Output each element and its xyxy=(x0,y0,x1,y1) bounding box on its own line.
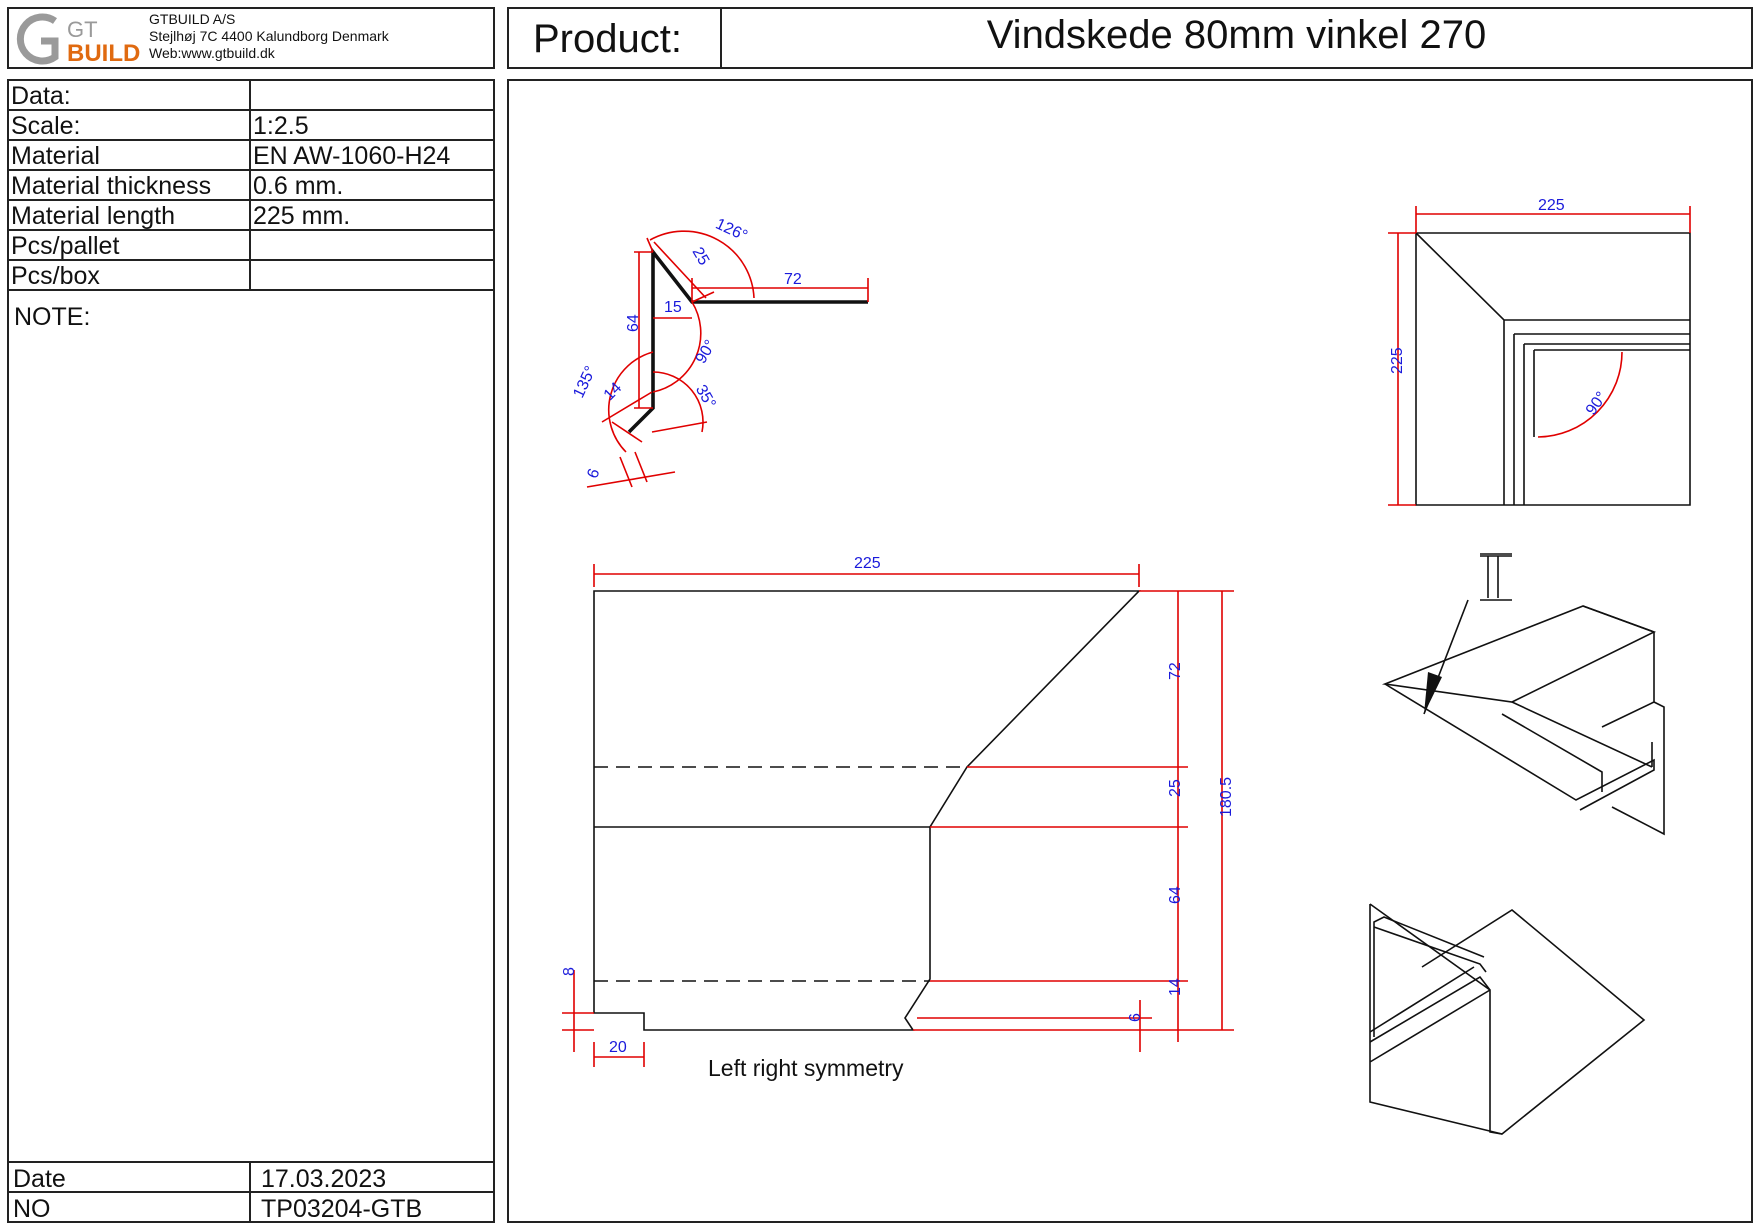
dim-top-height-line xyxy=(1388,232,1416,506)
footer-no-row: NO TP03204-GTB xyxy=(9,1191,493,1223)
dim-64-line xyxy=(634,251,653,409)
date-value: 17.03.2023 xyxy=(261,1165,387,1193)
dim-profile-90: 90° xyxy=(693,337,720,366)
spec-key: Material xyxy=(11,142,100,170)
dim-profile-135: 135° xyxy=(570,364,599,401)
angle-90-arc xyxy=(652,301,702,393)
dim-flat-width: 225 xyxy=(854,555,881,572)
date-label: Date xyxy=(13,1165,66,1193)
dim-top-width: 225 xyxy=(1538,197,1565,214)
angle-35-arc xyxy=(651,371,708,433)
angle-135-arc xyxy=(608,351,654,453)
dim-flat-25: 25 xyxy=(1167,779,1184,797)
spec-value: 225 mm. xyxy=(253,202,351,230)
dim-top-angle: 90° xyxy=(1583,389,1611,419)
spec-value: 1:2.5 xyxy=(253,112,309,140)
dim-flat-20: 20 xyxy=(609,1039,627,1056)
dim-flat-6: 6 xyxy=(1127,1013,1144,1022)
dim-profile-25: 25 xyxy=(689,244,713,268)
iso2-edges xyxy=(1369,904,1503,1135)
spec-key: Material length xyxy=(11,202,175,230)
iso1-marker xyxy=(1480,553,1512,601)
no-value: TP03204-GTB xyxy=(261,1195,423,1223)
arrow-icon xyxy=(1424,672,1442,714)
spec-key: Pcs/pallet xyxy=(11,232,120,260)
spec-row-pcs-box: Pcs/box xyxy=(9,261,493,291)
product-header: Product: Vindskede 80mm vinkel 270 xyxy=(507,7,1753,69)
dim-flat-64: 64 xyxy=(1167,886,1184,904)
spec-table: Data: Scale: 1:2.5 Material EN AW-1060-H… xyxy=(7,79,495,1223)
dim-profile-64: 64 xyxy=(625,314,642,332)
company-name: GTBUILD A/S xyxy=(149,11,236,27)
spec-row-thickness: Material thickness 0.6 mm. xyxy=(9,171,493,201)
dim-profile-15: 15 xyxy=(664,299,682,316)
logo-text-build: BUILD xyxy=(67,40,140,65)
dim-25-line xyxy=(646,237,715,303)
drawing-area: 126° 25 72 15 64 90° 135° 14 35° 6 225 2… xyxy=(507,79,1753,1223)
product-label: Product: xyxy=(533,17,682,61)
dim-top-width-line xyxy=(1415,206,1691,233)
footer-date-row: Date 17.03.2023 xyxy=(9,1161,493,1193)
flat-pattern: 225 72 25 64 14 6 180.5 8 20 Left right … xyxy=(561,555,1235,1081)
iso1-front-edge xyxy=(1384,683,1655,811)
dim-flat-72: 72 xyxy=(1167,662,1184,680)
no-label: NO xyxy=(13,1195,51,1223)
dim-flat-extensions xyxy=(913,590,1234,1031)
dim-flat-8-line xyxy=(562,970,594,1052)
dim-flat-8: 8 xyxy=(561,967,578,976)
dim-6-line xyxy=(586,451,676,488)
spec-row-scale: Scale: 1:2.5 xyxy=(9,111,493,141)
iso2-outline xyxy=(1369,903,1646,1135)
dim-flat-14: 14 xyxy=(1167,978,1184,996)
top-view: 225 225 90° xyxy=(1388,197,1691,506)
spec-row-material: Material EN AW-1060-H24 xyxy=(9,141,493,171)
dim-top-height: 225 xyxy=(1389,347,1406,374)
dim-profile-14: 14 xyxy=(601,379,626,404)
technical-drawing: 126° 25 72 15 64 90° 135° 14 35° 6 225 2… xyxy=(561,197,1691,1135)
logo-text-gt: GT xyxy=(67,17,98,42)
iso1-flange xyxy=(1511,605,1655,768)
top-view-fold-1 xyxy=(1415,232,1690,505)
angle-top-arc xyxy=(1537,351,1623,438)
symmetry-note: Left right symmetry xyxy=(708,1055,904,1081)
spec-value: EN AW-1060-H24 xyxy=(253,142,451,170)
profile-section: 126° 25 72 15 64 90° 135° 14 35° 6 xyxy=(570,216,869,488)
company-address: Stejlhøj 7C 4400 Kalundborg Denmark xyxy=(149,28,389,44)
spec-key: Scale: xyxy=(11,112,81,140)
dim-profile-6: 6 xyxy=(584,466,603,480)
note-label: NOTE: xyxy=(14,303,91,331)
dim-72-line xyxy=(691,278,869,302)
top-view-outline xyxy=(1415,232,1691,506)
isometric-view-top xyxy=(1381,553,1665,836)
dim-flat-total: 180.5 xyxy=(1218,777,1235,817)
isometric-view-bottom xyxy=(1369,903,1646,1135)
flat-outline xyxy=(593,590,1141,1031)
dim-profile-35: 35° xyxy=(692,382,719,411)
angle-126-arc xyxy=(649,230,755,299)
profile-outline xyxy=(627,246,868,434)
spec-key: Pcs/box xyxy=(11,262,100,290)
spec-key: Material thickness xyxy=(11,172,212,200)
company-info: GTBUILD A/S Stejlhøj 7C 4400 Kalundborg … xyxy=(149,11,389,62)
dim-flat-width-line xyxy=(593,564,1140,587)
spec-key: Data: xyxy=(11,82,71,110)
iso1-top-face xyxy=(1381,605,1657,703)
iso2-flange xyxy=(1373,916,1485,1037)
company-header: GT BUILD GTBUILD A/S Stejlhøj 7C 4400 Ka… xyxy=(7,7,495,69)
spec-row-pcs-pallet: Pcs/pallet xyxy=(9,231,493,261)
dim-14-line xyxy=(601,391,653,443)
dim-flat-20-line xyxy=(593,1042,645,1067)
spec-row-data: Data: xyxy=(9,81,493,111)
spec-value: 0.6 mm. xyxy=(253,172,344,200)
iso1-side-flange xyxy=(1501,701,1665,836)
product-name: Vindskede 80mm vinkel 270 xyxy=(986,13,1487,57)
top-view-fold-3 xyxy=(1523,343,1690,505)
top-view-fold-2 xyxy=(1513,333,1690,505)
product-divider xyxy=(720,9,722,67)
company-web: Web:www.gtbuild.dk xyxy=(149,45,275,61)
gtbuild-logo: GT BUILD xyxy=(16,13,140,65)
spec-row-length: Material length 225 mm. xyxy=(9,201,493,231)
iso2-folds xyxy=(1369,926,1491,1043)
dim-profile-72: 72 xyxy=(784,271,802,288)
